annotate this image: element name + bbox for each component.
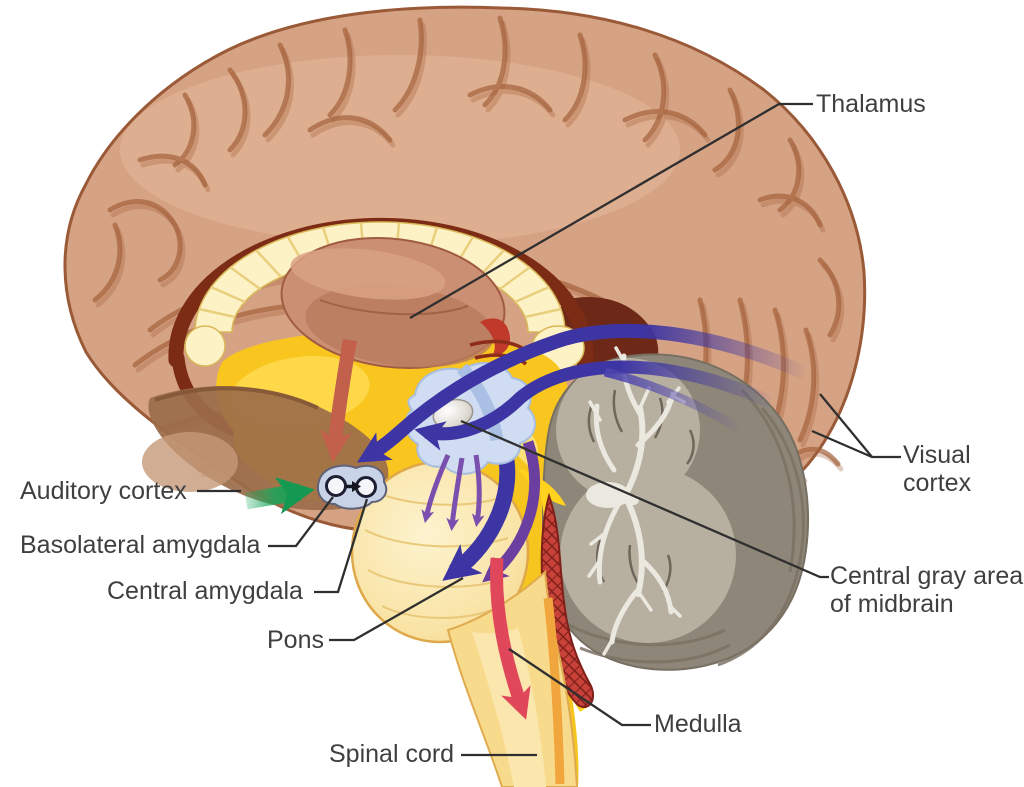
leader-thalamus [409, 102, 813, 319]
label-visual-cortex: Visual cortex [903, 441, 971, 497]
label-central-gray-line2: of midbrain [830, 590, 954, 618]
thalamus-shape [280, 237, 530, 369]
leader-central-gray [460, 419, 829, 579]
label-central-gray-line1: Central gray area [830, 562, 1024, 590]
label-thalamus: Thalamus [816, 90, 926, 118]
label-spinal-cord: Spinal cord [329, 740, 455, 768]
cerebellum [541, 346, 809, 671]
label-central-gray-area: Central gray area of midbrain [830, 562, 1023, 618]
label-visual-line1: Visual [903, 441, 971, 469]
label-auditory-cortex: Auditory cortex [20, 477, 187, 505]
midbrain-output-fan [421, 454, 485, 532]
leader-basolateral-amygdala [268, 496, 334, 548]
visual-pathway-arrows [356, 323, 808, 463]
leader-central-amygdala [314, 498, 369, 594]
label-central-amygdala: Central amygdala [107, 577, 303, 605]
spinal-cord-stripe [543, 597, 565, 785]
pineal-red-sliver [480, 318, 511, 356]
label-pons: Pons [267, 626, 324, 654]
amygdala-internal-arrow-icon [346, 481, 361, 492]
arbor-vitae [586, 346, 686, 656]
spinal-output-arrow [490, 557, 531, 720]
auditory-input-arrow [244, 477, 315, 515]
leader-pons [329, 577, 464, 642]
thalamus-to-amygdala-arrow [320, 338, 357, 463]
leader-visual-cortex-b [811, 429, 873, 459]
leader-medulla [508, 648, 651, 727]
cortex-highlight [120, 55, 680, 245]
label-visual-line2: cortex [903, 469, 972, 497]
label-medulla: Medulla [654, 710, 742, 738]
label-basolateral-amygdala: Basolateral amygdala [20, 531, 261, 559]
leader-lines [197, 102, 901, 757]
cerebellum-folia-stripes [549, 388, 805, 667]
amygdala-capsule [316, 464, 388, 510]
basolateral-nucleus-circle [325, 475, 347, 497]
